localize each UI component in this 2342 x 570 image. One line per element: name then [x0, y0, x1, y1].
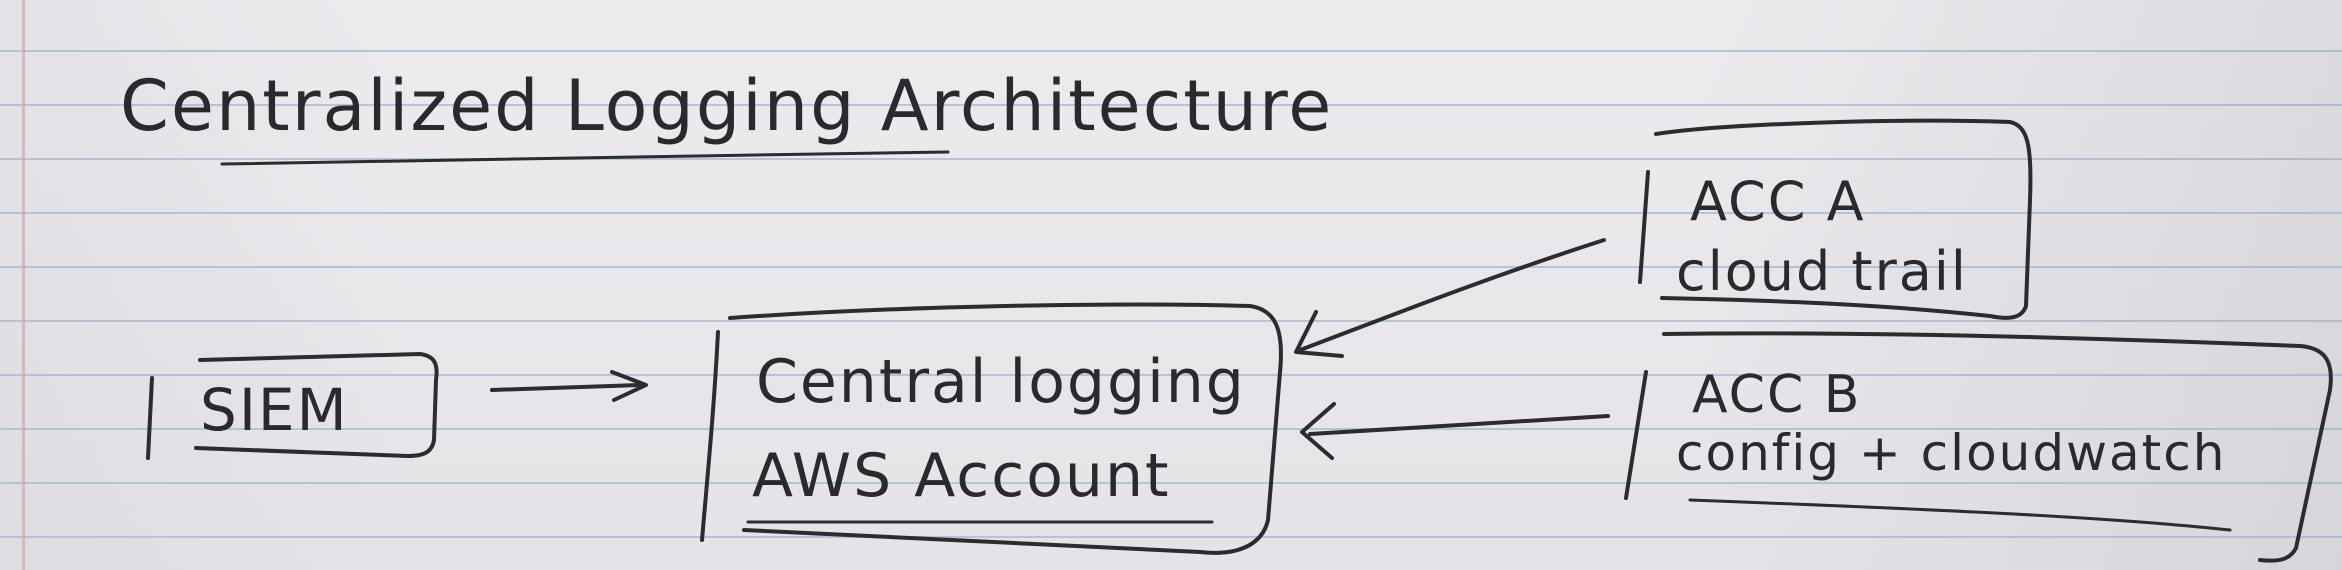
account-a-node: ACC A cloud trail	[1638, 118, 2033, 320]
siem-box-outline	[194, 352, 439, 458]
diagram-title: Centralized Logging Architecture	[120, 65, 1333, 147]
siem-left-bar	[146, 376, 154, 460]
central-box-outline	[728, 302, 1283, 555]
arrow-account-b-to-central	[1300, 402, 1610, 460]
central-left-bar	[700, 330, 720, 542]
margin-line	[22, 0, 25, 570]
siem-node: SIEM	[146, 352, 439, 460]
account-a-left-bar	[1638, 170, 1650, 284]
central-label-line1: Central logging	[756, 347, 1246, 417]
account-b-underline	[1688, 498, 2232, 532]
account-a-label-line1: ACC A	[1690, 170, 1866, 233]
account-b-label-line2: config + cloudwatch	[1676, 424, 2226, 482]
arrow-siem-to-central	[490, 370, 648, 402]
account-a-box-outline	[1654, 118, 2033, 320]
account-b-node: ACC B config + cloudwatch	[1624, 331, 2333, 563]
account-a-label-line2: cloud trail	[1676, 240, 1968, 303]
central-label-line2: AWS Account	[752, 441, 1171, 511]
arrow-account-a-to-central	[1294, 238, 1606, 358]
title-underline	[220, 150, 950, 166]
account-b-left-bar	[1624, 370, 1648, 500]
central-logging-node: Central logging AWS Account	[700, 302, 1283, 555]
account-b-box-outline	[1662, 331, 2333, 563]
account-b-label-line1: ACC B	[1692, 365, 1861, 425]
siem-label: SIEM	[200, 376, 349, 444]
